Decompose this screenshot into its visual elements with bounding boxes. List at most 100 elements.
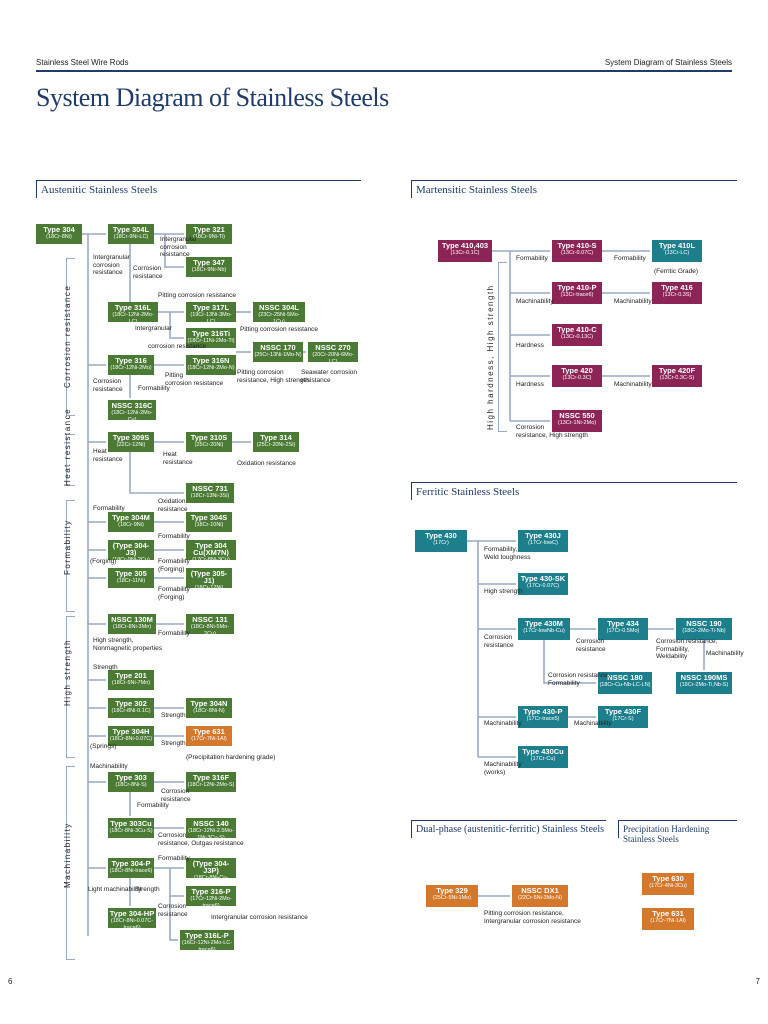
grade-box-p630: Type 630(17Cr-4Ni-3Cu) — [642, 873, 694, 895]
side-bracket-heat — [66, 434, 75, 486]
grade-name: Type 430-P — [523, 707, 563, 716]
grade-name: Type 304N — [190, 699, 228, 708]
grade-box-m550: NSSC 550(13Cr-1Ni-2Mo) — [552, 410, 602, 432]
grade-composition: (20Cr-20Ni-6Mo-LC) — [312, 352, 354, 365]
grade-name: Type 305 — [115, 569, 147, 578]
grade-composition: (25Cr-20Ni-2Si) — [256, 442, 296, 448]
property-label: corrosion resistance — [148, 343, 207, 350]
grade-name: Type 430M — [525, 619, 563, 628]
grade-name: Type 316L — [114, 303, 152, 312]
grade-box-m420: Type 420(13Cr-0.3C) — [552, 365, 602, 387]
grade-box-t305: Type 305(18Cr-11Ni) — [108, 568, 154, 588]
property-label: Pitting corrosion resistance, Intergranu… — [484, 910, 581, 925]
grade-composition: (13Cr-0.3C-S) — [659, 375, 695, 381]
grade-box-n130m: NSSC 130M(18Cr-8Ni-3Mn) — [108, 614, 156, 634]
property-label: Hardness — [516, 381, 544, 388]
grade-name: Type 303 — [115, 773, 147, 782]
property-label: Strength — [161, 740, 186, 747]
grade-box-n140: NSSC 140(18Cr-12Ni-2.5Mo-1Ni-3Cu-S) — [186, 818, 236, 841]
grade-composition: (18Cr-8Ni-3Mn) — [112, 624, 152, 630]
grade-composition: (13Cr-0.13C) — [560, 334, 594, 340]
grade-box-m410s: Type 410-S(13Cr-0.07C) — [552, 240, 602, 262]
property-label: Pitting corrosion resistance — [240, 326, 319, 333]
grade-composition: (18Cr-8Ni-Cu-trace6) — [193, 875, 229, 888]
grade-composition: (18Cr-9Ni-2Cu) — [112, 557, 150, 563]
grade-composition: (13Cr-0.1C) — [450, 250, 480, 256]
grade-box-t304j3: (Type 304-J3)(18Cr-9Ni-2Cu) — [108, 540, 154, 563]
grade-composition: (18Cr-Cu-Nb-LC-LN) — [599, 682, 651, 688]
grade-box-p631: Type 631(17Cr-7Ni-1Al) — [642, 908, 694, 930]
grade-name: (Type 304-J3P) — [192, 859, 230, 875]
grade-box-t631a: Type 631(17Cr-7Ni-1Al) — [186, 726, 232, 746]
grade-box-t314: Type 314(25Cr-20Ni-2Si) — [253, 432, 299, 452]
grade-name: Type 430F — [604, 707, 642, 716]
side-bracket-martensitic — [498, 262, 507, 432]
grade-box-ddx1: NSSC DX1(22Cr-5Ni-3Mo-N) — [512, 885, 568, 907]
property-label: Corrosion resistance — [576, 638, 606, 653]
property-label: Corrosion resistance — [133, 265, 163, 280]
grade-box-t347: Type 347(18Cr-9Ni-Nb) — [186, 257, 232, 277]
grade-box-t316n: Type 316N(18Cr-12Ni-2Mo-N) — [186, 355, 236, 375]
grade-composition: (17Cr-4Ni-3Cu) — [649, 883, 687, 889]
property-label: Formability — [158, 533, 190, 540]
property-label: Intergranular corrosion resistance — [93, 254, 130, 276]
property-label: Corrosion resistance, High strength — [516, 424, 588, 439]
grade-box-t316f: Type 316F(18Cr-12Ni-2Mo-S) — [186, 772, 236, 792]
grade-composition: (16Cr-12Ni-2Mo-LC-trace6) — [181, 940, 233, 953]
grade-box-t316: Type 316(18Cr-12Ni-2Mo) — [108, 355, 154, 375]
grade-composition: (18Cr-10Ni) — [194, 522, 224, 528]
property-label: Strength — [161, 712, 186, 719]
property-label: Formability (Forging) — [158, 586, 190, 601]
property-label: Seawater corrosion resistance — [301, 369, 357, 384]
property-label: Light machinability — [88, 886, 142, 893]
grade-composition: (13Cr-LC) — [664, 250, 690, 256]
grade-box-f430j: Type 430J(17Cr-lowC) — [518, 530, 568, 552]
property-label: Machinability — [706, 650, 744, 657]
header-right: System Diagram of Stainless Steels — [604, 58, 732, 67]
side-label-corrosion: Corrosion resistance — [63, 284, 72, 388]
grade-composition: (18Cr-9Ni) — [118, 522, 144, 528]
grade-box-t201: Type 201(18Cr-5Ni-7Mn) — [108, 670, 154, 690]
property-label: Pitting corrosion resistance — [158, 292, 237, 299]
grade-composition: (17Cr-0.5Mo) — [606, 628, 640, 634]
grade-name: Type 410-P — [557, 283, 597, 292]
grade-composition: (17Cr-S) — [612, 716, 634, 722]
grade-box-t310s: Type 310S(25Cr-20Ni) — [186, 432, 232, 452]
grade-name: NSSC 550 — [559, 411, 595, 420]
side-bracket-corrosion — [66, 258, 75, 416]
grade-composition: (17Cr-lowC) — [528, 540, 558, 546]
property-label: Intergranular — [135, 325, 172, 332]
grade-box-t317l: Type 317L(19Cr-13Ni-3Mo-LC) — [186, 302, 236, 325]
grade-box-t316ti: Type 316Ti(18Cr-11Ni-2Mo-Ti) — [186, 328, 236, 348]
page-number-left: 6 — [8, 977, 13, 986]
grade-name: Type 304-HP — [109, 909, 155, 918]
grade-box-f430f: Type 430F(17Cr-S) — [598, 706, 648, 728]
property-label: (Forging) — [90, 558, 117, 565]
property-label: Formability — [158, 630, 190, 637]
grade-composition: (13Cr-trace6) — [560, 292, 594, 298]
grade-box-t303: Type 303(18Cr-8Ni-S) — [108, 772, 154, 792]
grade-name: Type 410-C — [557, 325, 597, 334]
section-ferritic: Ferritic Stainless Steels — [411, 482, 737, 500]
grade-composition: (17Cr-7Ni-1Al) — [191, 736, 227, 742]
property-label: Oxidation resistance — [158, 498, 188, 513]
grade-name: NSSC 180 — [607, 673, 643, 682]
grade-composition: (18Cr-12Ni-2Mo) — [110, 365, 152, 371]
grade-box-f430m: Type 430M(17Cr-lowNb-Cu) — [518, 618, 570, 640]
grade-box-n731: NSSC 731(18Cr-13Ni-3Si) — [186, 483, 234, 503]
grade-composition: (25Cr-13Ni-1Mo-N) — [254, 352, 302, 358]
property-label: Intergranular corrosion resistance — [211, 914, 308, 921]
grade-composition: (18Cr-12Ni-2.5Mo-1Ni-3Cu-S) — [188, 828, 234, 841]
grade-box-t309s: Type 309S(22Cr-12Ni) — [108, 432, 154, 452]
grade-composition: (18Cr-12Ni) — [194, 585, 224, 591]
grade-name: NSSC 140 — [193, 819, 229, 828]
grade-name: Type 631 — [652, 909, 684, 918]
grade-name: Type 309S — [112, 433, 150, 442]
side-label-strength: High strength — [63, 638, 72, 706]
grade-name: Type 410-S — [557, 241, 597, 250]
grade-box-f430p: Type 430-P(17Cr-trace5) — [518, 706, 568, 728]
grade-name: Type 316N — [192, 356, 230, 365]
grade-composition: (17Cr-8Ni-3Cu) — [192, 557, 230, 563]
side-label-formability: Formability — [63, 519, 72, 575]
property-label: Corrosion resistance — [484, 634, 514, 649]
